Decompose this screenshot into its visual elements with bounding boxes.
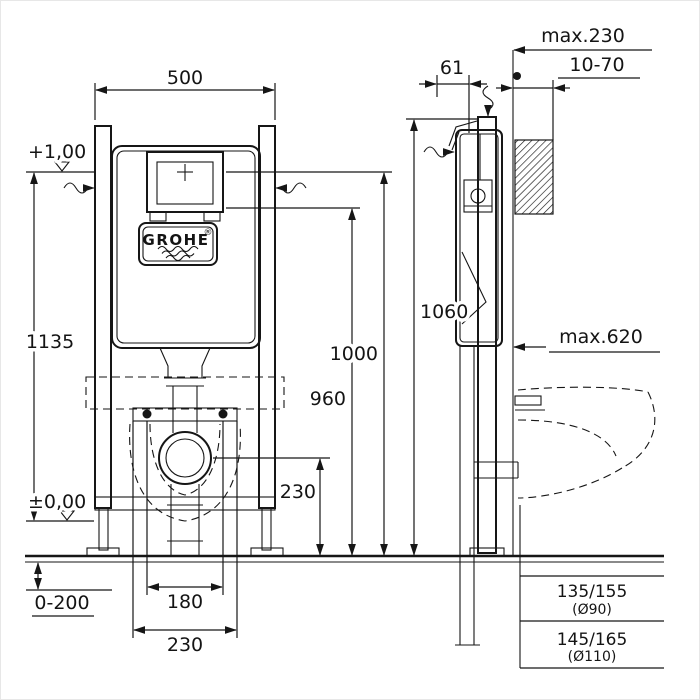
actuation-arrow-icon [423, 146, 455, 158]
side-frame-rail [469, 116, 505, 557]
dim-depth-61-label: 61 [440, 57, 464, 79]
floor-line [25, 554, 664, 563]
actuation-arrows [63, 85, 494, 194]
level-top-label: +1,00 [28, 141, 86, 163]
dim-frame-height-label: 1135 [26, 331, 74, 353]
dim-max-620-label: max.620 [559, 326, 643, 348]
water-waves-icon [157, 245, 199, 262]
flush-plate [146, 151, 224, 222]
dim-height-1060: 1060 [406, 118, 478, 556]
flush-pipe [159, 347, 211, 433]
registered-mark: ® [204, 228, 213, 238]
level-mark-icon [58, 510, 76, 521]
dim-height-1000: 1000 [226, 171, 392, 556]
dim-max-230-label: max.230 [541, 25, 625, 47]
side-view [448, 50, 656, 668]
dim-foot-range-label: 0-200 [34, 592, 89, 614]
dim-height-230: 230 [213, 457, 330, 556]
wall-section [512, 50, 554, 556]
wall-anchor-dot [513, 72, 521, 80]
grohe-logo: GROHE ® [138, 222, 218, 266]
dim-height-960: 960 [226, 207, 360, 556]
dim-max-230: max.230 [513, 22, 652, 54]
pan-fixing-bracket [132, 407, 238, 422]
dim-bolt-180: 180 [146, 421, 224, 617]
actuation-arrow-icon [275, 182, 307, 194]
dim-width-500: 500 [94, 64, 276, 120]
dim-height-960-label: 960 [310, 388, 346, 410]
ceramic-pan-outline-side [514, 386, 656, 499]
dim-bolt-230: 230 [132, 421, 238, 660]
side-drain-pipe [455, 346, 519, 646]
outlet-height-table: 135/155 (Ø90) 145/165 (Ø110) [520, 575, 664, 669]
outlet-a-diameter-label: (Ø90) [572, 602, 612, 618]
dim-bolt-180-label: 180 [167, 591, 203, 613]
dim-height-230-label: 230 [280, 481, 316, 503]
dim-bolt-230-label: 230 [167, 634, 203, 656]
dim-height-1060-label: 1060 [420, 301, 468, 323]
sound-insulation-mat [85, 376, 285, 410]
dim-depth-61: 61 [419, 54, 487, 133]
level-floor-label: ±0,00 [28, 491, 86, 513]
outlet-b-label: 145/165 [557, 630, 628, 650]
dim-foot-range-0-200: 0-200 [26, 562, 112, 618]
outlet-b-diameter-label: (Ø110) [568, 649, 617, 665]
outlet-a-label: 135/155 [557, 582, 628, 602]
front-view: GROHE ® [85, 125, 285, 557]
wall-hatch [514, 139, 554, 215]
dim-wall-finish-label: 10-70 [569, 54, 624, 76]
side-cistern-tank [448, 120, 503, 347]
dim-height-1000-label: 1000 [330, 343, 378, 365]
actuation-arrow-icon [482, 85, 494, 117]
dim-width-label: 500 [167, 67, 203, 89]
outlet-connector [158, 431, 212, 556]
brand-label: GROHE [143, 231, 210, 249]
ceramic-pan-outline-front [129, 423, 241, 522]
dim-wall-finish-10-70: 10-70 [496, 51, 640, 140]
dim-max-620: max.620 [513, 323, 660, 353]
level-mark-icon [53, 161, 71, 172]
actuation-arrow-icon [63, 182, 95, 194]
dim-frame-height-1135: +1,00 1135 ±0,00 [22, 138, 94, 522]
